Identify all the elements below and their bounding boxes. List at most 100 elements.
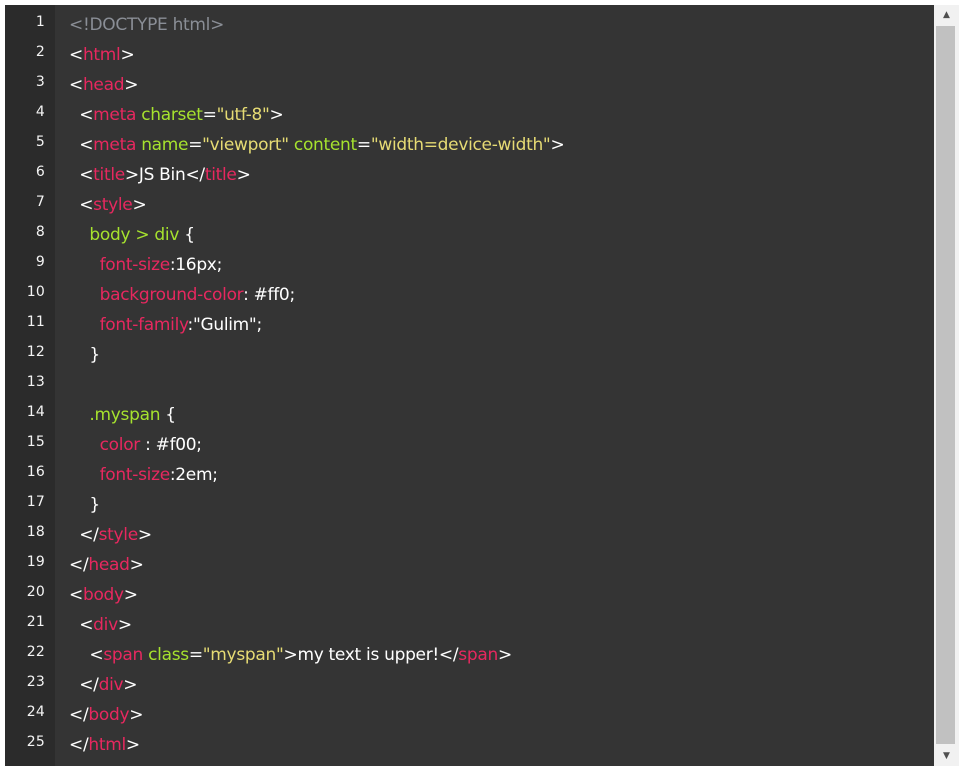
- code-token-punct: >: [124, 75, 139, 95]
- code-token-tag: div: [93, 615, 118, 635]
- code-token-prop: font-size: [99, 255, 171, 275]
- code-token-text: [69, 285, 100, 305]
- code-token-tag: body: [82, 585, 124, 605]
- code-token-prop: font-size: [99, 465, 171, 485]
- line-code: <title>JS Bin</title>: [69, 160, 251, 190]
- code-token-punct: =: [188, 135, 203, 155]
- code-token-tag: span: [458, 645, 498, 665]
- code-line: 17 }: [5, 490, 934, 520]
- code-token-text: [69, 195, 79, 215]
- code-token-selector: .myspan: [89, 405, 161, 425]
- code-token-text: {: [179, 225, 195, 245]
- code-token-tag: title: [93, 165, 125, 185]
- code-token-tag: title: [204, 165, 237, 185]
- scrollbar-thumb[interactable]: [936, 26, 955, 744]
- code-token-punct: >: [137, 525, 152, 545]
- code-token-punct: <: [69, 75, 83, 95]
- code-token-tag: meta: [93, 135, 137, 155]
- code-token-punct: >: [283, 645, 298, 665]
- code-token-punct: <: [79, 615, 94, 635]
- code-token-punct: </: [69, 705, 89, 725]
- code-token-punct: =: [202, 105, 217, 125]
- line-number: 15: [26, 434, 45, 450]
- code-token-text: }: [69, 345, 100, 365]
- line-number: 11: [26, 314, 45, 330]
- line-number-gutter: [5, 5, 55, 766]
- scroll-down-arrow-icon[interactable]: ▼: [943, 751, 950, 761]
- code-line: 21 <div>: [5, 610, 934, 640]
- code-token-punct: >: [129, 705, 144, 725]
- line-code: <meta name="viewport" content="width=dev…: [69, 130, 564, 160]
- code-line: 5 <meta name="viewport" content="width=d…: [5, 130, 934, 160]
- code-token-tag: meta: [93, 105, 137, 125]
- code-token-punct: <: [69, 45, 83, 65]
- code-token-text: }: [69, 495, 100, 515]
- line-code: </style>: [69, 520, 152, 550]
- line-code: </html>: [69, 730, 140, 760]
- code-line: 22 <span class="myspan">my text is upper…: [5, 640, 934, 670]
- code-token-tag: style: [93, 195, 133, 215]
- line-code: <span class="myspan">my text is upper!</…: [69, 640, 512, 670]
- code-token-tag: span: [103, 645, 144, 665]
- code-token-text: [69, 165, 79, 185]
- line-code: }: [69, 490, 100, 520]
- line-code: </head>: [69, 550, 144, 580]
- code-token-string: "width=device-width": [370, 135, 551, 155]
- code-token-text: [69, 675, 79, 695]
- code-token-text: [69, 465, 100, 485]
- vertical-scrollbar[interactable]: ▲ ▼: [934, 5, 959, 766]
- code-token-text: [69, 615, 79, 635]
- code-token-doctype: <!DOCTYPE html>: [69, 15, 225, 35]
- code-token-text: [69, 525, 79, 545]
- code-line: 9 font-size:16px;: [5, 250, 934, 280]
- code-line: 4 <meta charset="utf-8">: [5, 100, 934, 130]
- code-token-punct: <: [69, 585, 83, 605]
- line-code: <head>: [69, 70, 138, 100]
- code-token-text: :2em;: [169, 465, 218, 485]
- code-token-punct: >: [124, 165, 139, 185]
- line-code: <body>: [69, 580, 138, 610]
- line-number: 8: [35, 224, 45, 240]
- scroll-up-arrow-icon[interactable]: ▲: [943, 10, 950, 20]
- line-number: 23: [26, 674, 45, 690]
- line-number: 22: [26, 644, 45, 660]
- code-token-punct: <: [89, 645, 104, 665]
- code-token-punct: >: [123, 675, 138, 695]
- line-number: 17: [26, 494, 45, 510]
- line-code: <div>: [69, 610, 132, 640]
- code-line: 13: [5, 370, 934, 400]
- code-editor[interactable]: 1<!DOCTYPE html>2<html>3<head>4 <meta ch…: [5, 5, 934, 766]
- line-code: <html>: [69, 40, 135, 70]
- code-token-text: : #f00;: [140, 435, 202, 455]
- code-token-punct: >: [125, 735, 140, 755]
- code-token-attr: class: [148, 645, 189, 665]
- line-number: 10: [26, 284, 45, 300]
- line-number: 21: [26, 614, 45, 630]
- code-token-punct: >: [123, 585, 138, 605]
- line-number: 24: [26, 704, 45, 720]
- code-token-tag: div: [98, 675, 124, 695]
- code-line: 25</html>: [5, 730, 934, 760]
- code-token-text: {: [160, 405, 176, 425]
- code-token-punct: <: [79, 135, 94, 155]
- code-token-punct: =: [356, 135, 371, 155]
- line-code: <meta charset="utf-8">: [69, 100, 284, 130]
- code-token-text: JS Bin: [138, 165, 186, 185]
- code-line: 20 <body>: [5, 580, 934, 610]
- code-token-attr: name: [141, 135, 189, 155]
- line-code: body > div {: [69, 220, 195, 250]
- code-line: 8 body > div {: [5, 220, 934, 250]
- code-token-text: :16px;: [169, 255, 222, 275]
- line-number: 20: [26, 584, 45, 600]
- line-number: 4: [35, 104, 45, 120]
- line-number: 19: [26, 554, 45, 570]
- line-number: 3: [35, 74, 45, 90]
- code-token-punct: <: [79, 165, 94, 185]
- code-token-string: "myspan": [202, 645, 284, 665]
- code-token-text: [69, 645, 89, 665]
- code-token-text: :"Gulim";: [187, 315, 263, 335]
- line-number: 7: [35, 194, 45, 210]
- code-token-punct: </: [69, 555, 89, 575]
- line-number: 9: [35, 254, 45, 270]
- code-token-selector: body > div: [89, 225, 180, 245]
